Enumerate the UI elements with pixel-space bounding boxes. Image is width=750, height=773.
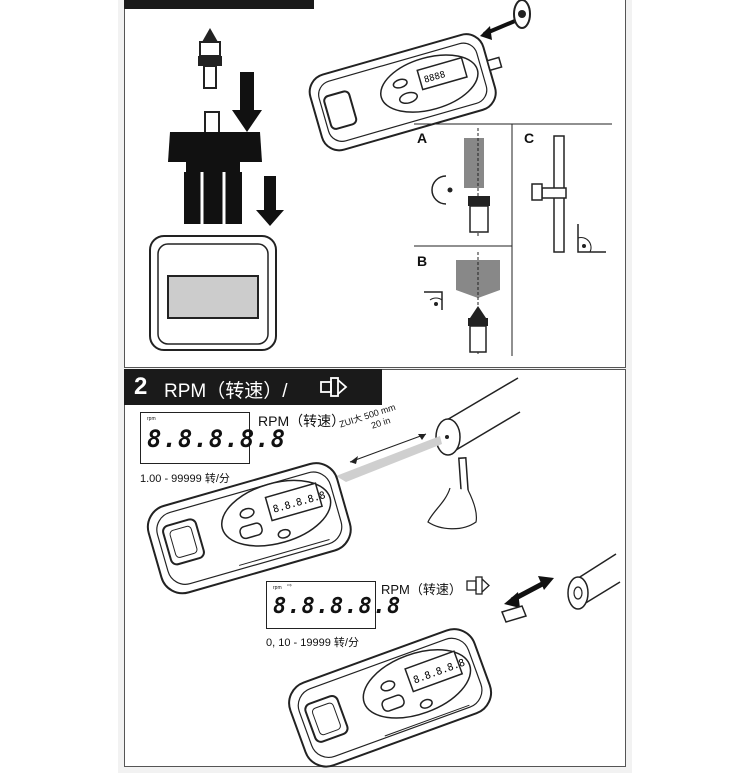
arrow-indicator-icon: ⇨ bbox=[287, 583, 293, 589]
display-digits-contact: 8.8.8.8.8 bbox=[273, 594, 402, 619]
usage-diagram-grid bbox=[414, 123, 612, 356]
contact-probe-small-icon bbox=[466, 576, 490, 595]
mode-label-non-contact: RPM（转速） bbox=[258, 413, 346, 429]
diagram-label-b: B bbox=[417, 253, 428, 269]
section-title: RPM（转速）/ bbox=[164, 381, 288, 402]
tachometer-with-adapter-illustration: 8888 bbox=[308, 0, 531, 152]
display-digits: 8.8.8.8.8 bbox=[147, 425, 287, 453]
section-number: 2 bbox=[134, 373, 148, 400]
range-caption-contact: 0, 10 - 19999 转/分 bbox=[266, 637, 359, 649]
unit-label-contact: rpm bbox=[273, 585, 282, 591]
section-2-header: 2 RPM（转速）/ bbox=[124, 369, 382, 405]
diagram-label-c: C bbox=[524, 130, 535, 146]
diagram-label-a: A bbox=[417, 130, 428, 146]
range-caption-non-contact: 1.00 - 99999 转/分 bbox=[140, 473, 230, 485]
adapter-assembly-illustration bbox=[149, 28, 284, 351]
mode-label-contact: RPM（转速） bbox=[381, 582, 462, 597]
section-1-header bbox=[124, 0, 314, 9]
unit-label: rpm bbox=[147, 416, 156, 422]
non-contact-measurement-illustration: 8.8.8.8.8 bbox=[146, 377, 521, 595]
contact-measurement-illustration: 8.8.8.8.8 bbox=[288, 553, 621, 768]
lcd-display-contact: rpm ⇨ 8.8.8.8.8 bbox=[266, 581, 400, 629]
contact-probe-icon bbox=[320, 377, 348, 397]
lcd-display-non-contact: rpm 8.8.8.8.8 bbox=[140, 412, 285, 464]
